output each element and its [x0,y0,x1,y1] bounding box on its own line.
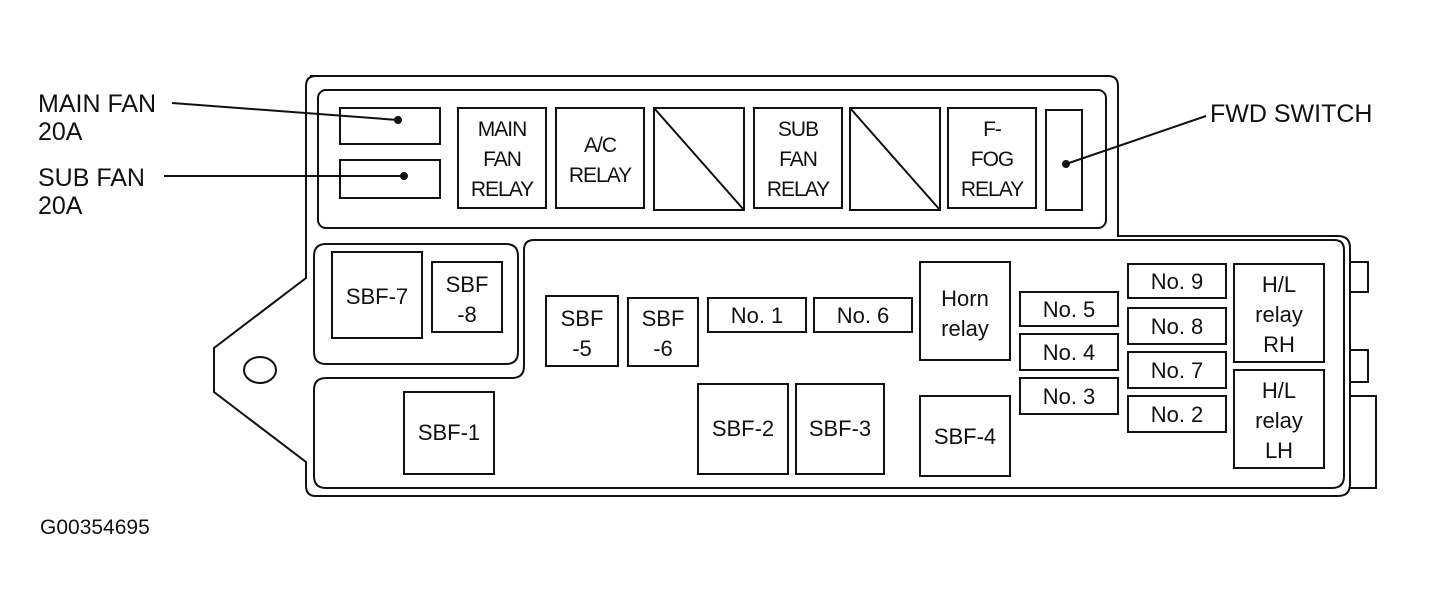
sbf8-label-line2: -8 [457,302,477,327]
sbf4-label: SBF-4 [934,424,996,449]
sbf6-label-line2: -6 [653,336,673,361]
hl-relay-rh-line3: RH [1263,332,1295,357]
sbf3-label: SBF-3 [809,416,871,441]
sub-fan-relay-line2: FAN [779,148,817,171]
ac-relay-box [555,107,645,209]
fwd-switch-leader [1065,115,1207,165]
sbf2-label: SBF-2 [712,416,774,441]
sbf5-box [545,295,619,367]
hl-relay-lh-line1: H/L [1262,378,1296,403]
fwd-switch-callout: FWD SWITCH [1210,100,1372,128]
sub-fan-relay-line3: RELAY [767,178,830,201]
sbf5-label-line1: SBF [561,306,604,331]
fwd-switch-leader-dot [1062,160,1070,168]
side-tab-2 [1349,349,1369,383]
no8-label: No. 8 [1151,314,1204,339]
no9-label: No. 9 [1151,269,1204,294]
horn-relay-line2: relay [941,316,989,341]
no7-box [1127,351,1227,389]
no5-label: No. 5 [1043,297,1096,322]
empty-slot-1 [653,107,745,211]
main-fan-relay-line2: FAN [483,148,521,171]
main-fan-relay-line1: MAIN [478,118,527,141]
sbf1-box [403,391,495,475]
sbf6-label-line1: SBF [642,306,685,331]
sbf7-label: SBF-7 [346,284,408,309]
main-fan-callout-line1: MAIN FAN [38,90,156,118]
horn-relay-box [919,261,1011,361]
no8-box [1127,307,1227,345]
middle-compartment [313,243,519,365]
sbf1-label: SBF-1 [418,420,480,445]
empty-slot-2-diagonal [849,107,941,211]
side-tab-1 [1349,261,1369,293]
main-fan-leader-dot [394,116,402,124]
sbf8-label-line1: SBF [446,272,489,297]
no4-box [1019,333,1119,371]
no3-label: No. 3 [1043,384,1096,409]
hl-relay-rh-box [1233,263,1325,363]
sbf6-box [627,297,699,367]
top-relay-compartment [317,89,1107,229]
fwd-switch-box [1045,109,1083,211]
no2-box [1127,395,1227,433]
f-fog-relay-line2: FOG [971,148,1014,171]
sbf3-box [795,383,885,475]
sbf5-label-line2: -5 [572,336,592,361]
no1-box [707,297,807,333]
main-fuse-compartment [313,239,1345,489]
main-fan-callout-line2: 20A [38,118,83,146]
sbf8-box [431,261,503,333]
sub-fan-callout-line2: 20A [38,192,83,220]
no5-box [1019,291,1119,327]
fuse-box-housing [213,75,1351,497]
mounting-hole [243,356,277,384]
horn-relay-line1: Horn [941,286,989,311]
f-fog-relay-line3: RELAY [961,178,1024,201]
sub-fan-relay-line1: SUB [778,118,818,141]
f-fog-relay-box [947,107,1037,209]
side-tab-3 [1350,395,1377,489]
main-fan-leader [171,102,399,121]
sub-fan-leader-dot [400,172,408,180]
no3-box [1019,377,1119,415]
sbf2-box [697,383,789,475]
sub-fan-relay-box [753,107,843,209]
main-fan-relay-box [457,107,547,209]
no9-box [1127,263,1227,299]
ac-relay-line1: A/C [584,134,617,157]
hl-relay-lh-line3: LH [1265,438,1293,463]
hl-relay-lh-box [1233,369,1325,469]
ac-relay-line2: RELAY [569,164,632,187]
empty-slot-2 [849,107,941,211]
no6-box [813,297,913,333]
sbf4-box [919,395,1011,477]
no4-label: No. 4 [1043,340,1096,365]
hl-relay-rh-line2: relay [1255,302,1303,327]
f-fog-relay-line1: F- [983,118,1002,141]
sbf7-box [331,251,423,339]
sub-fan-callout-line1: SUB FAN [38,164,145,192]
no6-label: No. 6 [837,303,890,328]
main-fan-relay-line3: RELAY [471,178,534,201]
empty-slot-1-diagonal [653,107,745,211]
figure-id: G00354695 [40,516,150,539]
hl-relay-lh-line2: relay [1255,408,1303,433]
main-fan-fuse-box [339,107,441,145]
no2-label: No. 2 [1151,402,1204,427]
hl-relay-rh-line1: H/L [1262,272,1296,297]
sub-fan-fuse-box [339,159,441,199]
no7-label: No. 7 [1151,358,1204,383]
no1-label: No. 1 [731,303,784,328]
